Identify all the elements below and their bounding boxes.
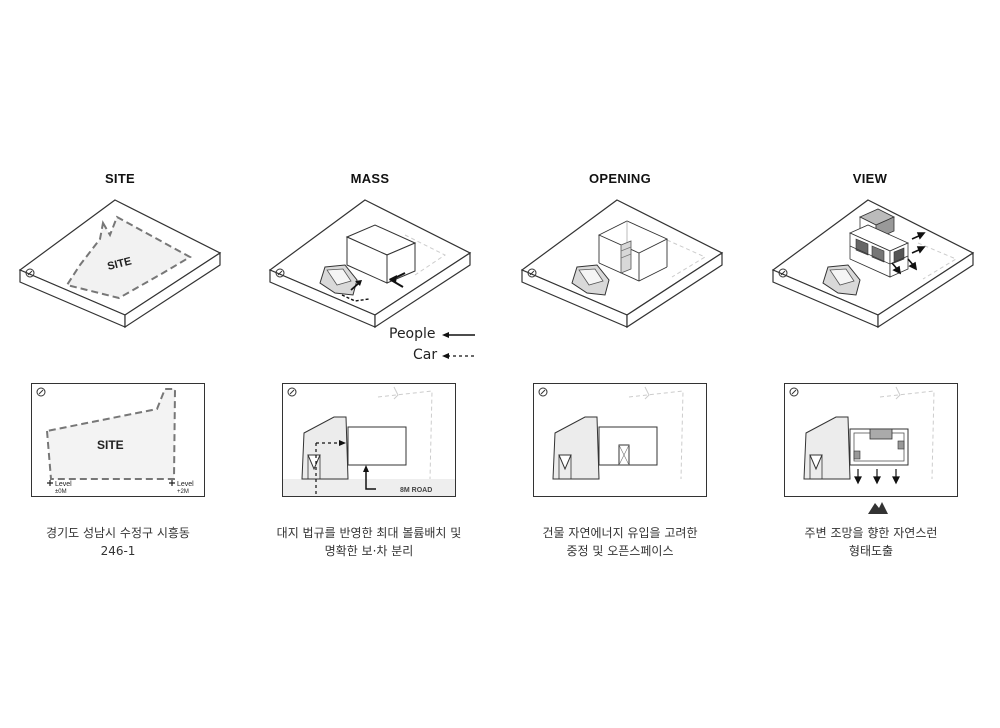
view-down-arrows [854, 469, 900, 485]
caption-mass: 대지 법규를 반영한 최대 볼륨배치 및 명확한 보·차 분리 [249, 524, 489, 560]
panel-title-site: SITE [104, 171, 136, 186]
view-plan [784, 383, 958, 514]
north-icon [287, 387, 297, 397]
panel-title-view: VIEW [852, 171, 888, 186]
arrow-left-icon [442, 353, 449, 359]
legend-people-label: People [389, 326, 436, 342]
level-marker-icon [47, 480, 53, 486]
mass-plan: 8M ROAD [282, 383, 456, 497]
legend-car-line [442, 353, 475, 359]
people-arrow-icon [363, 465, 369, 472]
north-icon [789, 387, 799, 397]
panel-title-opening: OPENING [588, 171, 652, 186]
caption-opening-line1: 건물 자연에너지 유입을 고려한 [542, 526, 698, 540]
view-axonometric [771, 199, 975, 329]
opening-axonometric [520, 199, 724, 329]
north-icon [778, 268, 788, 278]
opening-plan [533, 383, 707, 497]
caption-site-line2: 246-1 [100, 544, 136, 558]
level-left-text: Level [55, 481, 72, 488]
car-arrow-icon [339, 440, 346, 446]
north-icon [527, 268, 537, 278]
caption-site-line1: 경기도 성남시 수정구 시흥동 [46, 526, 190, 540]
road-label: 8M ROAD [400, 487, 432, 494]
people-arrow-icon [389, 275, 397, 283]
north-icon [538, 387, 548, 397]
caption-mass-line2: 명확한 보·차 분리 [324, 544, 414, 558]
north-icon [275, 268, 285, 278]
caption-site: 경기도 성남시 수정구 시흥동 246-1 [0, 524, 238, 560]
level-right-text: Level [177, 481, 194, 488]
legend-car-label: Car [413, 347, 438, 363]
panel-title-mass: MASS [350, 171, 390, 186]
level-right-value: +2M [177, 489, 189, 495]
caption-view-line1: 주변 조망을 향한 자연스런 [804, 526, 938, 540]
site-axo-label: SITE [106, 255, 133, 273]
site-plan: SITE Level ±0M Level +2M [31, 383, 205, 497]
caption-opening: 건물 자연에너지 유입을 고려한 중정 및 오픈스페이스 [500, 524, 740, 560]
caption-mass-line1: 대지 법규를 반영한 최대 볼륨배치 및 [276, 526, 462, 540]
legend-people-line [442, 332, 475, 338]
caption-opening-line2: 중정 및 오픈스페이스 [566, 544, 674, 558]
caption-view-line2: 형태도출 [848, 544, 894, 558]
north-icon [36, 387, 46, 397]
arrow-head-icon [355, 280, 362, 286]
level-left-value: ±0M [55, 489, 67, 495]
site-axonometric: SITE [18, 199, 222, 329]
mass-axonometric [268, 199, 472, 329]
caption-view: 주변 조망을 향한 자연스런 형태도출 [751, 524, 991, 560]
site-plan-label: SITE [97, 438, 124, 452]
arrow-left-icon [442, 332, 449, 338]
north-icon [25, 268, 35, 278]
level-marker-icon [169, 480, 175, 486]
mountain-icon [868, 502, 888, 514]
view-arrows [891, 232, 926, 275]
